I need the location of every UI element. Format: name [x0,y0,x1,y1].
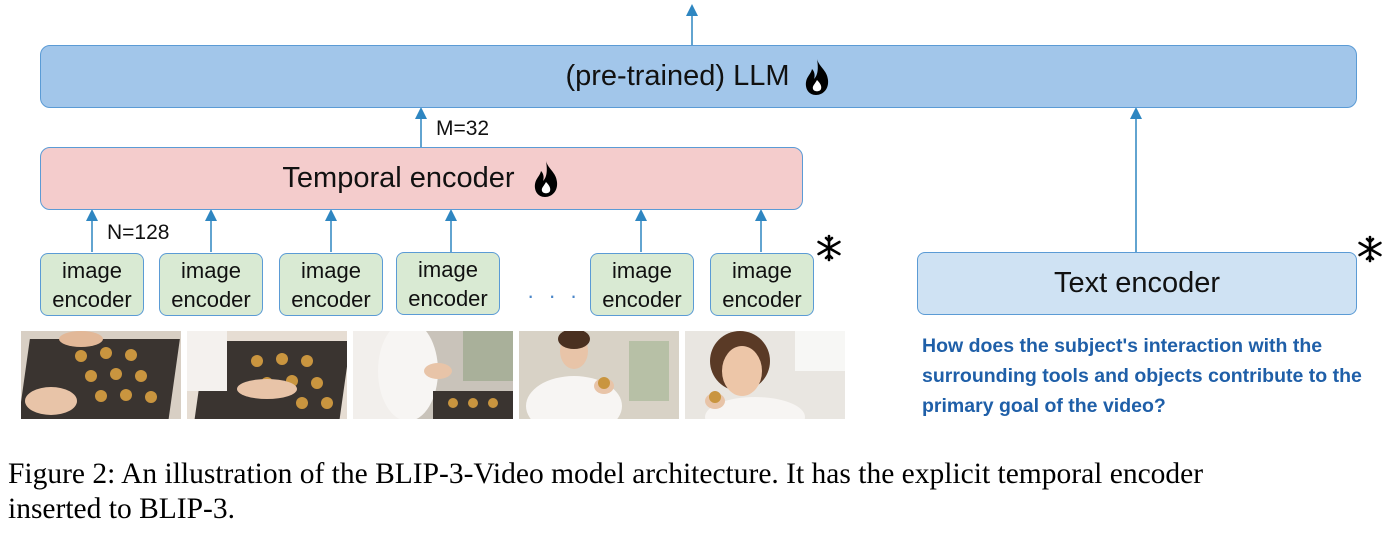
video-frame-5 [685,331,845,419]
fire-icon [805,58,828,95]
temporal-encoder-label: Temporal encoder [282,162,515,194]
image-encoder-line2: encoder [52,286,132,312]
image-encoder-block: image encoder [710,253,814,316]
frame-illustration [353,331,513,419]
frame-illustration [187,331,347,419]
image-encoder-line2: encoder [291,286,371,312]
question-text: How does the subject's interaction with … [922,335,1362,417]
ellipsis: · · · [527,283,582,308]
text-encoder-label: Text encoder [1053,267,1221,299]
image-encoder-line1: image [62,257,122,283]
video-frame-3 [353,331,513,419]
image-encoder-line1: image [301,257,361,283]
frame-illustration [685,331,845,419]
image-encoder-line1: image [612,257,672,283]
figure-caption: Figure 2: An illustration of the BLIP-3-… [8,457,1400,527]
image-encoder-line1: image [418,256,478,282]
llm-block: (pre-trained) LLM [40,45,1357,108]
n-tokens-label: N=128 [107,221,170,244]
frame-illustration [519,331,679,419]
image-encoder-block: image encoder [590,253,694,316]
text-encoder-block: Text encoder [917,252,1357,315]
caption-line-2: inserted to BLIP-3. [8,493,235,525]
image-encoder-block: image encoder [396,252,500,315]
llm-label: (pre-trained) LLM [565,60,790,92]
caption-line-1: Figure 2: An illustration of the BLIP-3-… [8,458,1204,490]
image-encoder-line2: encoder [602,286,682,312]
image-encoder-line2: encoder [722,286,802,312]
snowflake-icon [1358,235,1382,263]
image-encoder-line1: image [181,257,241,283]
image-encoder-block: image encoder [159,253,263,316]
fire-icon [534,160,557,197]
image-encoder-block: image encoder [40,253,144,316]
image-encoder-line1: image [732,257,792,283]
image-encoder-block: image encoder [279,253,383,316]
video-frame-4 [519,331,679,419]
video-frame-1 [21,331,181,419]
frame-illustration [21,331,181,419]
video-frame-2 [187,331,347,419]
image-encoder-line2: encoder [171,286,251,312]
image-encoder-line2: encoder [408,285,488,311]
m-tokens-label: M=32 [436,117,490,140]
temporal-encoder-block: Temporal encoder [40,147,803,210]
snowflake-icon [817,234,841,262]
